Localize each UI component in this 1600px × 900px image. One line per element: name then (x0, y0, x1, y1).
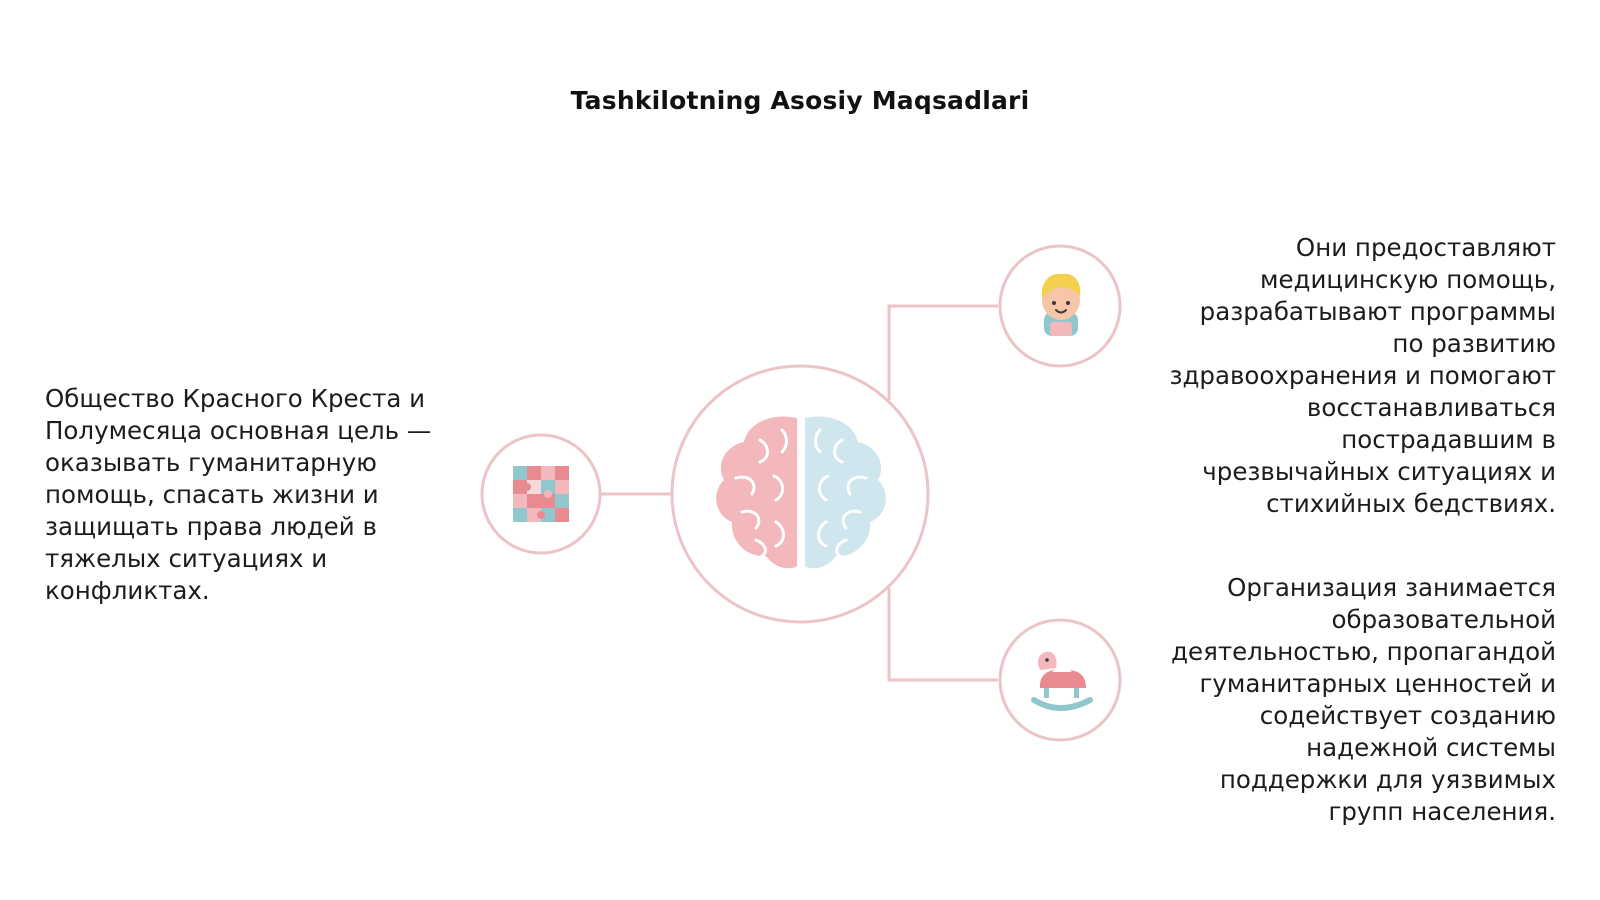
child-icon (1041, 273, 1081, 336)
rocking-horse-icon (1031, 651, 1093, 711)
connector-top-right (887, 304, 998, 400)
center-node (670, 364, 930, 624)
left-node (480, 433, 602, 555)
brain-icon (716, 416, 886, 569)
puzzle-icon (513, 466, 569, 522)
connectors (601, 304, 998, 682)
bottom-right-node (998, 618, 1122, 742)
page-title: Tashkilotning Asosiy Maqsadlari (570, 86, 1030, 115)
top-right-node (998, 244, 1122, 368)
right-bottom-description: Организация занимается образовательной д… (1171, 573, 1556, 826)
left-description: Общество Красного Креста и Полумесяца ос… (45, 384, 432, 605)
right-top-description: Они предоставляют медицинскую помощь, ра… (1169, 233, 1556, 518)
connector-bottom-right (887, 588, 998, 682)
